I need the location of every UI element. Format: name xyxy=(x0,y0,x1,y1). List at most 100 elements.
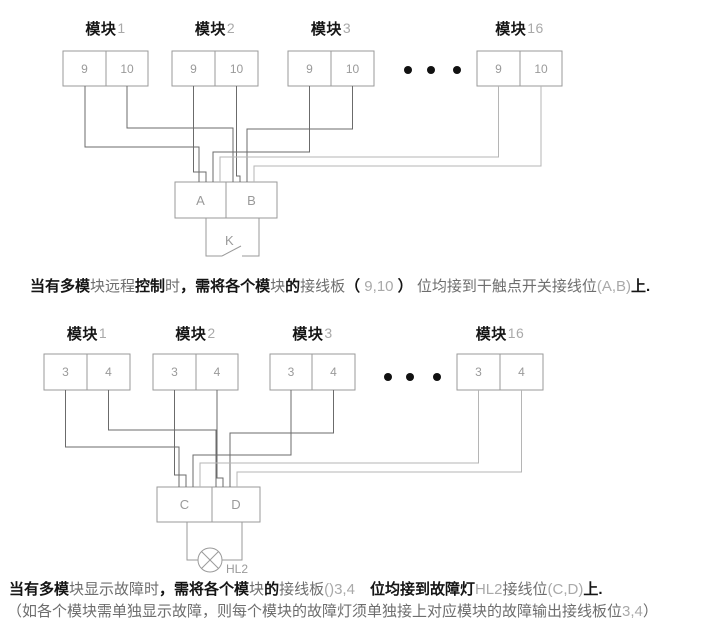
caption-run: （ xyxy=(345,278,361,295)
terminal-cell: 9 xyxy=(81,61,88,76)
caption-run: ，需将各个模 xyxy=(180,278,271,295)
wire-m16-3-to-c xyxy=(199,390,479,487)
terminal-cell: 3 xyxy=(62,365,69,379)
wire-m2-10-to-b xyxy=(236,86,241,182)
caption-run: HL2 xyxy=(474,581,503,598)
caption-run: 时 xyxy=(165,278,181,295)
wire-m2-3-to-c xyxy=(174,390,187,487)
module-label-text: 模块 xyxy=(175,325,207,343)
caption-bottom-1: 当有多模块显示故障时，需将各个模块的接线板()3,4 位均接到故障灯HL2接线位… xyxy=(9,580,603,599)
caption-run: 的 xyxy=(264,581,280,598)
module-label-text: 模块 xyxy=(310,20,342,38)
top-wires xyxy=(84,86,353,182)
switch-k-label: K xyxy=(225,233,234,248)
wire-m1-9-to-a xyxy=(84,86,200,182)
caption-run: (A,B) xyxy=(596,278,632,295)
wire-m16-9-to-a xyxy=(219,86,499,182)
terminal-cell: 10 xyxy=(229,61,244,76)
module-number: 16 xyxy=(527,20,544,36)
junction-box-cd xyxy=(156,486,261,523)
junction-terminal-d: D xyxy=(231,497,241,512)
caption-run: （如各个模块需单独显示故障，则每个模块的故障灯须单独接上对应模块的故障输出接线板… xyxy=(7,603,623,620)
terminal-cell: 3 xyxy=(475,365,482,379)
ellipsis-dots-top xyxy=(404,66,461,74)
terminal-cell: 9 xyxy=(306,61,313,76)
module-number: 3 xyxy=(324,325,333,341)
junction-terminal-c: C xyxy=(179,497,190,512)
caption-run: 当有多模 xyxy=(30,278,91,295)
caption-top: 当有多模块远程控制时，需将各个模块的接线板（ 9,10 ） 位均接到干触点开关接… xyxy=(30,277,650,296)
wire-m3-9-to-a xyxy=(212,86,310,182)
top-wires-module16 xyxy=(219,86,542,182)
caption-run: 接线板 xyxy=(300,278,346,295)
module-label-text: 模块 xyxy=(194,20,226,38)
indicator-lamp-icon xyxy=(186,522,243,573)
wire-m3-3-to-c xyxy=(192,390,292,487)
caption-run: ） xyxy=(642,603,658,620)
caption-run: 接线板 xyxy=(279,581,325,598)
caption-run xyxy=(355,581,370,598)
terminal-cell: 10 xyxy=(345,61,360,76)
module-number: 1 xyxy=(98,325,108,341)
caption-run: 块 xyxy=(270,278,286,295)
caption-run: 位均接到干触点开关接线位 xyxy=(412,278,597,295)
terminal-cell: 3 xyxy=(287,365,295,379)
caption-run: 的 xyxy=(285,278,301,295)
terminal-cell: 10 xyxy=(120,61,134,76)
wire-m3-10-to-b xyxy=(246,86,353,182)
caption-run: 块远程 xyxy=(90,278,136,295)
caption-run: 接线位 xyxy=(502,581,548,598)
terminal-cell: 9 xyxy=(190,61,197,76)
lamp-hl2-label: HL2 xyxy=(226,562,249,576)
caption-run: 块显示故障时 xyxy=(69,581,160,598)
caption-run: 块 xyxy=(249,581,265,598)
terminal-cell: 4 xyxy=(213,365,221,379)
caption-run: 3,4 xyxy=(622,603,643,620)
bottom-wires-module16 xyxy=(199,390,522,487)
terminal-cell: 10 xyxy=(534,61,548,76)
caption-run: ()3,4 xyxy=(324,581,355,598)
module-number: 16 xyxy=(507,325,525,341)
module-label-text: 模块 xyxy=(495,20,527,38)
ellipsis-dots-bottom xyxy=(384,373,441,381)
caption-run: (C,D) xyxy=(547,581,584,598)
module-label-text: 模块 xyxy=(85,20,117,38)
caption-run: 当有多模 xyxy=(9,581,70,598)
caption-run: 位均接到故障灯 xyxy=(369,581,475,598)
junction-terminal-b: B xyxy=(247,192,256,208)
caption-bottom-2: （如各个模块需单独显示故障，则每个模块的故障灯须单独接上对应模块的故障输出接线板… xyxy=(7,602,658,621)
wire-m1-4-to-d xyxy=(108,390,217,487)
wire-m2-9-to-a xyxy=(193,86,207,182)
module-label-text: 模块 xyxy=(475,325,507,343)
caption-run: 上. xyxy=(631,278,651,295)
module-number: 3 xyxy=(342,20,352,36)
module-number: 1 xyxy=(117,20,126,36)
caption-run: ） xyxy=(397,278,413,295)
junction-terminal-a: A xyxy=(196,192,205,208)
terminal-cell: 4 xyxy=(518,365,525,379)
terminal-cell: 4 xyxy=(105,365,112,379)
top-module-boxes xyxy=(62,50,563,219)
caption-run: 控制 xyxy=(135,278,166,295)
caption-run: 9,10 xyxy=(360,278,398,295)
wire-m3-4-to-d xyxy=(229,390,334,487)
wire-m1-10-to-b xyxy=(126,86,234,182)
terminal-cell: 3 xyxy=(171,365,178,379)
caption-run: 上. xyxy=(583,581,603,598)
wire-m16-4-to-d xyxy=(236,390,522,487)
bottom-module-boxes xyxy=(43,353,544,523)
module-label-text: 模块 xyxy=(66,325,98,343)
module-number: 2 xyxy=(207,325,216,341)
dry-contact-switch-icon xyxy=(205,218,260,257)
terminal-cell: 4 xyxy=(330,365,337,379)
